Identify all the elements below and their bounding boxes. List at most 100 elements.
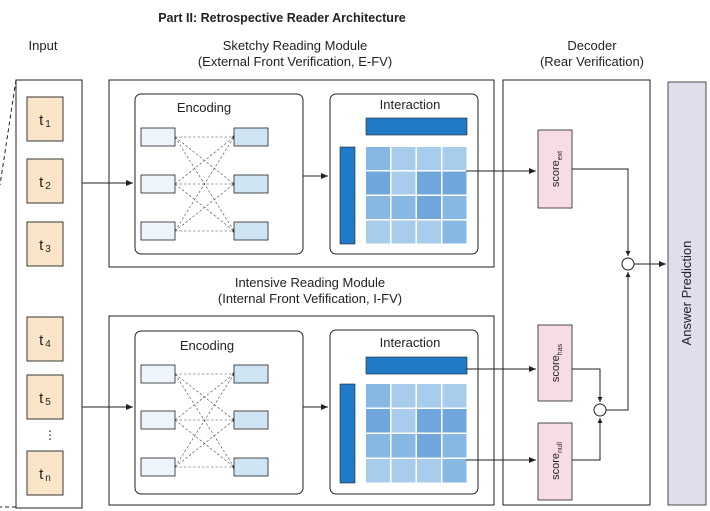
matrix-cell (366, 409, 390, 433)
matrix-cell (442, 434, 467, 458)
intensive-encoding-label: Encoding (180, 338, 234, 353)
matrix-cell (417, 434, 441, 458)
sketchy-encoder-network (140, 127, 269, 241)
matrix-cell (366, 434, 390, 458)
score-has-box (537, 324, 573, 402)
token-ellipsis: ⋮ (44, 428, 56, 442)
intensive-interaction-label: Interaction (380, 335, 441, 350)
sketchy-interaction-label: Interaction (380, 97, 441, 112)
intensive-encoder-network (140, 364, 269, 477)
diagram-title: Part II: Retrospective Reader Architectu… (158, 11, 406, 25)
matrix-cell (391, 409, 416, 433)
encoder-output-node (233, 410, 269, 430)
token-box (26, 158, 64, 204)
matrix-cell (391, 384, 416, 408)
matrix-cell (442, 196, 467, 219)
score-ext-label: scoreext (550, 151, 564, 187)
matrix-cell (366, 384, 390, 408)
encoder-input-node (140, 174, 176, 194)
intensive-attention-matrix (366, 384, 467, 483)
arrow-ext-to-final (572, 168, 631, 256)
intensive-passage-bar (339, 383, 356, 484)
matrix-cell (391, 147, 416, 170)
matrix-cell (442, 147, 467, 170)
decoder-title-line2: (Rear Verification) (540, 54, 644, 69)
encoder-input-node (140, 221, 176, 241)
intensive-title-line2: (Internal Front Vefification, I-FV) (218, 291, 402, 306)
encoder-connection (174, 136, 235, 185)
matrix-cell (391, 171, 416, 195)
combine-node-null-has (593, 403, 607, 417)
intensive-query-bar (365, 356, 468, 375)
encoder-connection (174, 373, 235, 468)
matrix-cell (417, 459, 441, 483)
encoder-input-node (140, 457, 176, 477)
encoder-output-node (233, 174, 269, 194)
arrow-null-to-combine (572, 418, 603, 461)
encoder-output-node (233, 221, 269, 241)
encoder-connection (174, 373, 235, 421)
token-box (26, 96, 64, 142)
sketchy-query-bar (365, 117, 468, 136)
decoder-title-line1: Decoder (567, 38, 617, 53)
arrow-has-to-combine (572, 368, 603, 402)
sketchy-attention-matrix (366, 147, 467, 244)
answer-prediction-box (667, 81, 707, 506)
matrix-cell (366, 459, 390, 483)
matrix-cell (366, 196, 390, 219)
score-has-label: scorehas (550, 343, 564, 382)
matrix-cell (366, 220, 390, 244)
token-box (26, 221, 64, 267)
matrix-cell (417, 171, 441, 195)
matrix-cell (417, 220, 441, 244)
matrix-cell (417, 384, 441, 408)
sketchy-title-line1: Sketchy Reading Module (223, 38, 368, 53)
sketchy-passage-bar (339, 146, 356, 245)
token-box (26, 450, 64, 496)
token-box (26, 316, 64, 362)
answer-prediction-label: Answer Prediction (679, 241, 694, 346)
matrix-cell (442, 384, 467, 408)
input-panel (15, 79, 83, 509)
encoder-connection (174, 136, 235, 232)
matrix-cell (391, 434, 416, 458)
encoder-input-node (140, 127, 176, 147)
matrix-cell (417, 196, 441, 219)
intensive-title-line1: Intensive Reading Module (235, 275, 385, 290)
decoder-box (502, 79, 651, 506)
encoder-input-node (140, 410, 176, 430)
matrix-cell (366, 147, 390, 170)
matrix-cell (442, 409, 467, 433)
score-ext-box (537, 129, 573, 209)
matrix-cell (417, 147, 441, 170)
encoder-input-node (140, 364, 176, 384)
combine-node-final (621, 257, 635, 271)
encoder-connection (174, 419, 235, 468)
matrix-cell (391, 220, 416, 244)
matrix-cell (442, 459, 467, 483)
matrix-cell (391, 459, 416, 483)
sketchy-title-line2: (External Front Verification, E-FV) (198, 54, 392, 69)
matrix-cell (417, 409, 441, 433)
arrow-combine-to-final (606, 272, 631, 411)
matrix-cell (442, 171, 467, 195)
encoder-output-node (233, 364, 269, 384)
input-zoom-line (0, 79, 17, 186)
score-null-label: scorenull (550, 442, 564, 480)
matrix-cell (366, 171, 390, 195)
score-null-box (537, 422, 573, 501)
encoder-output-node (233, 127, 269, 147)
matrix-cell (442, 220, 467, 244)
token-box (26, 374, 64, 420)
encoder-connection (174, 183, 235, 232)
input-label: Input (29, 38, 58, 53)
sketchy-encoding-label: Encoding (177, 100, 231, 115)
